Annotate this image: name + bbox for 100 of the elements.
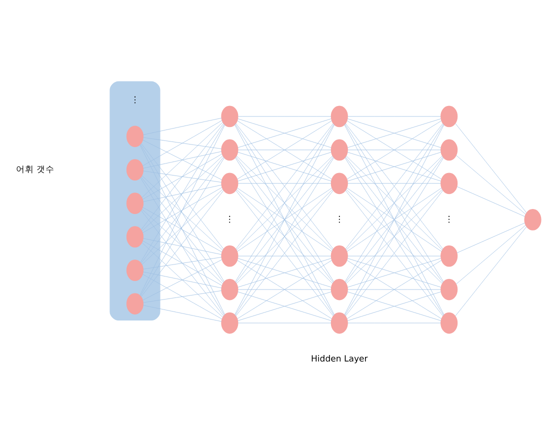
node-circle bbox=[126, 158, 144, 180]
connector bbox=[142, 175, 223, 250]
connector bbox=[141, 122, 224, 230]
connector bbox=[238, 149, 332, 150]
node-circle bbox=[126, 292, 144, 314]
connector bbox=[141, 176, 224, 282]
label: ⋮ bbox=[130, 94, 140, 105]
connector bbox=[236, 156, 334, 282]
connector bbox=[346, 187, 442, 252]
connector bbox=[143, 256, 222, 269]
cluster bbox=[110, 80, 160, 320]
connector bbox=[238, 258, 332, 287]
node-circle bbox=[126, 259, 144, 280]
connector bbox=[236, 188, 333, 284]
connector bbox=[237, 120, 332, 179]
connector bbox=[142, 155, 223, 231]
connector bbox=[238, 322, 332, 323]
node-circle bbox=[126, 226, 144, 247]
connector bbox=[347, 118, 442, 148]
connector bbox=[141, 142, 224, 249]
node-circle bbox=[440, 105, 458, 127]
node-circle bbox=[221, 278, 238, 300]
connector bbox=[236, 122, 334, 249]
node-circle bbox=[126, 192, 144, 214]
connector bbox=[456, 154, 526, 214]
node-circle bbox=[330, 172, 348, 194]
connector bbox=[456, 222, 526, 253]
label: ⋮ bbox=[225, 214, 234, 224]
connector bbox=[143, 117, 222, 134]
connector bbox=[143, 304, 222, 322]
node-circle bbox=[221, 244, 238, 266]
connector bbox=[346, 188, 443, 284]
connector bbox=[143, 184, 222, 202]
connector bbox=[140, 176, 224, 315]
connector bbox=[238, 182, 332, 184]
node-circle bbox=[440, 278, 458, 300]
connector bbox=[141, 210, 224, 316]
connector bbox=[347, 152, 442, 181]
connector bbox=[140, 144, 226, 314]
connector bbox=[348, 149, 441, 150]
connector bbox=[236, 187, 332, 252]
connector bbox=[238, 291, 332, 320]
connector bbox=[456, 186, 526, 216]
connector bbox=[347, 291, 442, 320]
connector bbox=[142, 153, 222, 200]
connector bbox=[142, 206, 222, 252]
connector bbox=[143, 290, 222, 302]
connector bbox=[143, 271, 222, 288]
connector bbox=[142, 188, 223, 264]
connector bbox=[140, 143, 224, 282]
connector bbox=[346, 155, 443, 250]
node-circle bbox=[330, 244, 348, 266]
node-circle bbox=[440, 244, 458, 266]
node-circle bbox=[330, 105, 348, 127]
connector bbox=[142, 120, 222, 166]
connector bbox=[238, 152, 332, 181]
connector bbox=[140, 157, 224, 296]
label: ⋮ bbox=[444, 214, 454, 224]
connector bbox=[140, 124, 226, 295]
connector bbox=[348, 182, 441, 184]
connector bbox=[236, 155, 333, 250]
connector bbox=[142, 240, 222, 286]
connector bbox=[237, 260, 332, 318]
node-circle bbox=[440, 172, 458, 194]
connector bbox=[345, 156, 444, 282]
connector bbox=[455, 226, 527, 316]
connector bbox=[141, 156, 224, 263]
node-circle bbox=[330, 278, 348, 300]
connector bbox=[347, 120, 442, 179]
connector bbox=[236, 190, 334, 316]
node-circle bbox=[126, 125, 144, 147]
node-circle bbox=[221, 138, 238, 160]
node-circle bbox=[330, 312, 348, 334]
connector bbox=[142, 242, 223, 317]
label: ⋮ bbox=[335, 214, 344, 224]
node-circle bbox=[221, 312, 238, 334]
connector bbox=[142, 139, 222, 180]
connector bbox=[141, 190, 224, 296]
connector bbox=[455, 122, 527, 213]
connector bbox=[142, 274, 222, 319]
connector bbox=[142, 186, 222, 233]
connector bbox=[238, 118, 332, 148]
label: 어휘 갯수 bbox=[16, 164, 55, 175]
connector bbox=[345, 122, 444, 249]
connector bbox=[140, 124, 224, 262]
node-circle bbox=[221, 172, 238, 194]
connector bbox=[143, 170, 222, 182]
connector bbox=[142, 122, 223, 198]
node-circle bbox=[440, 138, 458, 160]
connector bbox=[143, 136, 222, 149]
connector bbox=[345, 190, 444, 316]
connector bbox=[142, 258, 222, 300]
connector bbox=[238, 255, 332, 256]
node-circle bbox=[330, 138, 348, 160]
connector bbox=[143, 150, 222, 168]
node-circle bbox=[524, 208, 542, 230]
connector bbox=[143, 238, 222, 254]
connector bbox=[347, 260, 442, 318]
connector bbox=[348, 255, 441, 256]
connector bbox=[142, 208, 223, 284]
